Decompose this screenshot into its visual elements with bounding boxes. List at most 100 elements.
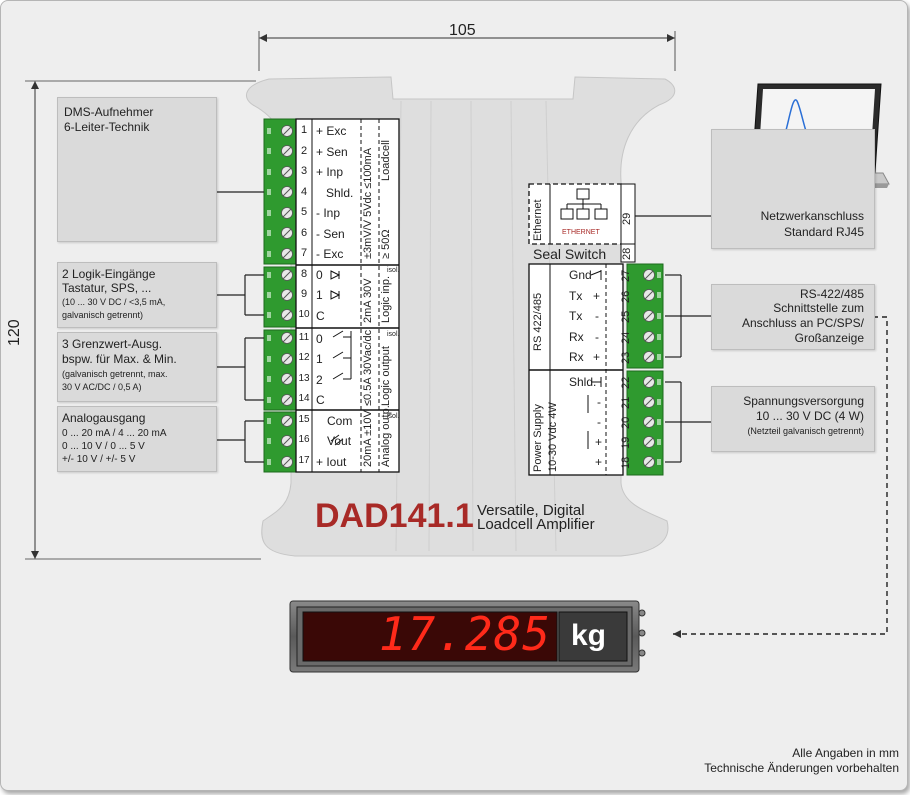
analog-output-spec: 20mA ±10V — [362, 410, 374, 467]
power-box-line2: 10 ... 30 V DC (4 W) — [755, 409, 864, 423]
display-unit: kg — [571, 619, 607, 652]
power-pin-number: 20 — [620, 416, 632, 429]
rs-pin-number: 24 — [620, 331, 632, 344]
analog-output-info-box: Analogausgang 0 ... 20 mA / 4 ... 20 mA … — [57, 406, 217, 472]
power-supply-spec: 10-30 Vdc 4W — [547, 402, 559, 472]
pin-number: 6 — [300, 227, 308, 239]
pin-number: 13 — [298, 373, 310, 384]
pin-number: 16 — [298, 434, 310, 445]
power-pin-number: 22 — [620, 376, 632, 389]
power-signal: + — [595, 455, 603, 469]
power-signal: - — [597, 395, 601, 409]
power-signal: + — [595, 435, 603, 449]
network-box-title: Netzwerkanschluss — [760, 209, 864, 223]
power-pin-number: 21 — [620, 396, 632, 409]
loadcell-box-title: DMS-Aufnehmer — [64, 105, 154, 119]
rs-signal-polarity: + — [593, 289, 601, 303]
logic-output-title: Logic output — [380, 346, 392, 406]
rs485-group-label: RS 422/485 — [532, 292, 544, 351]
logic-inputs-line3: (10 ... 30 V DC / <3,5 mA, — [62, 297, 166, 307]
loadcell-spec-label: ±3mV/V 5Vdc ≤100mA — [362, 147, 374, 259]
ethernet-icon-text: ETHERNET — [562, 229, 600, 236]
pin-number: 11 — [298, 332, 310, 343]
network-box-subtitle: Standard RJ45 — [783, 225, 864, 239]
rs485-box-title: RS-422/485 — [799, 287, 864, 301]
width-dimension-label: 105 — [449, 22, 476, 39]
pin-number: 8 — [300, 268, 308, 280]
power-supply-label: Power Supply — [532, 404, 544, 472]
signal-label: + Iout — [316, 455, 347, 469]
logic-inputs-line4: galvanisch getrennt) — [62, 310, 144, 320]
loadcell-impedance-label: ≥ 50Ω — [380, 229, 392, 259]
rs-signal-name: Tx — [569, 289, 583, 303]
analog-output-isolation: isol. — [387, 413, 400, 420]
footer-line-2: Technische Änderungen vorbehalten — [704, 761, 899, 775]
limit-outputs-line2: bspw. für Max. & Min. — [62, 352, 177, 366]
pin-number: 2 — [300, 145, 308, 157]
seal-switch-label: Seal Switch — [533, 246, 607, 262]
loadcell-box-subtitle: 6-Leiter-Technik — [64, 120, 150, 134]
rs-signal-name: Tx — [569, 309, 583, 323]
large-display — [289, 600, 646, 673]
analog-output-line3: 0 ... 10 V / 0 ... 5 V — [62, 441, 145, 452]
logic-input-isolation: isol. — [387, 267, 400, 274]
power-signal: - — [597, 415, 601, 429]
logic-inputs-info-box: 2 Logik-Eingänge Tastatur, SPS, ... (10 … — [57, 262, 217, 328]
signal-label: + Sen — [316, 145, 348, 159]
analog-output-line2: 0 ... 20 mA / 4 ... 20 mA — [62, 428, 167, 439]
signal-label: C — [316, 393, 325, 407]
rs485-info-box: RS-422/485 Schnittstelle zum Anschluss a… — [711, 284, 875, 350]
analog-output-title: Analogausgang — [62, 411, 146, 425]
power-pin-number: 18 — [620, 456, 632, 469]
power-supply-info-box: Spannungsversorgung 10 ... 30 V DC (4 W)… — [711, 386, 875, 452]
ethernet-icon — [560, 188, 608, 220]
signal-label: C — [316, 309, 325, 323]
rs-pin-number: 25 — [620, 310, 632, 323]
product-tagline-1: Versatile, Digital — [477, 502, 585, 519]
rs-signal-polarity: + — [593, 350, 601, 364]
product-tagline-2: Loadcell Amplifier — [477, 516, 595, 533]
pin-29-label: 29 — [621, 212, 633, 225]
logic-input-spec: 2mA 30V — [362, 278, 374, 323]
limit-outputs-line4: 30 V AC/DC / 0,5 A) — [62, 382, 142, 392]
power-box-line3: (Netzteil galvanisch getrennt) — [747, 426, 864, 436]
pin-number: 7 — [300, 247, 308, 259]
analog-output-line4: +/- 10 V / +/- 5 V — [62, 454, 136, 465]
display-value: 17.285 — [378, 607, 551, 661]
signal-label: Shld. — [326, 186, 354, 200]
pin-number: 1 — [300, 124, 308, 136]
limit-outputs-info-box: 3 Grenzwert-Ausg. bspw. für Max. & Min. … — [57, 332, 217, 402]
loadcell-info-box: DMS-Aufnehmer 6-Leiter-Technik — [57, 97, 217, 242]
power-pin-number: 19 — [620, 436, 632, 449]
signal-label: - Sen — [316, 227, 345, 241]
product-model: DAD141.1 — [315, 497, 474, 535]
pin-number: 15 — [298, 414, 310, 425]
signal-label: Vout — [327, 434, 352, 448]
signal-label: 0 — [316, 268, 323, 282]
rs-signal-polarity: - — [595, 330, 599, 344]
height-dimension-label: 120 — [6, 319, 23, 346]
pin-number: 14 — [298, 393, 310, 404]
rs-pin-number: 26 — [620, 290, 632, 303]
signal-label: Com — [327, 414, 353, 428]
limit-outputs-title: 3 Grenzwert-Ausg. — [62, 337, 163, 351]
power-signal: Shld. — [569, 375, 597, 389]
pin-number: 3 — [300, 165, 308, 177]
pin-number: 10 — [298, 309, 310, 320]
logic-inputs-title: 2 Logik-Eingänge — [62, 267, 156, 281]
pin-number: 5 — [300, 206, 308, 218]
rs-signal-name: Gnd — [569, 268, 592, 282]
signal-label: 0 — [316, 332, 323, 346]
rs485-box-line4: Großanzeige — [794, 331, 864, 345]
signal-label: 2 — [316, 373, 323, 387]
rs-pin-number: 27 — [620, 269, 632, 282]
network-info-box: Netzwerkanschluss Standard RJ45 — [711, 129, 875, 249]
rs485-box-line2: Schnittstelle zum — [773, 301, 864, 315]
rs-signal-name: Rx — [569, 350, 584, 364]
logic-inputs-line2: Tastatur, SPS, ... — [62, 281, 152, 295]
rs-pin-number: 23 — [620, 351, 632, 364]
signal-label: + Inp — [316, 165, 344, 179]
ethernet-label: Ethernet — [532, 199, 544, 241]
loadcell-title-label: Loadcell — [380, 140, 392, 181]
